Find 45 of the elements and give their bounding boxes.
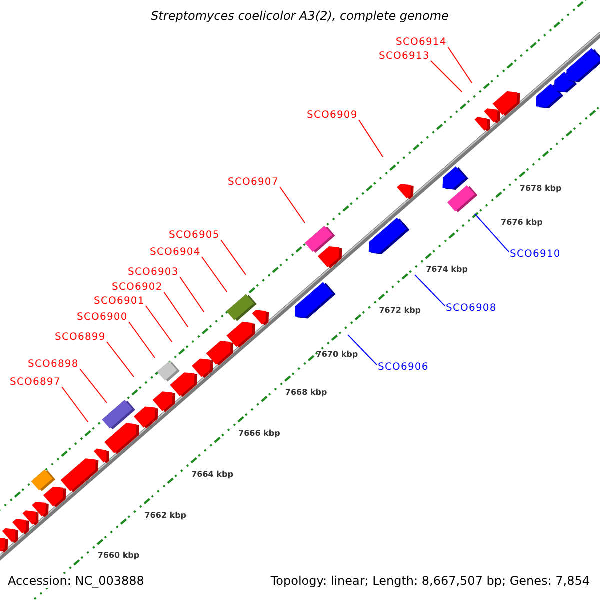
leader-line [474, 214, 510, 252]
scale-tick-label: 7670 kbp [316, 350, 358, 360]
leader-line [414, 274, 446, 306]
gene-label: SCO6905 [169, 230, 220, 242]
leader-line [164, 292, 188, 328]
leader-line [220, 240, 246, 276]
leader-line [202, 256, 228, 292]
gene-label: SCO6898 [28, 359, 79, 371]
gene-label: SCO6897 [10, 377, 61, 389]
gene-label: SCO6904 [150, 247, 201, 259]
gene-label: SCO6902 [112, 282, 163, 294]
gene-label: SCO6906 [378, 362, 429, 374]
leader-line [80, 368, 108, 404]
gene-label: SCO6899 [55, 332, 106, 344]
scale-tick-label: 7662 kbp [144, 510, 187, 521]
leader-line [448, 46, 472, 84]
gene-label: SCO6914 [396, 37, 447, 49]
map-title: Streptomyces coelicolor A3(2), complete genome [150, 9, 450, 23]
scale-tick-label: 7678 kbp [520, 184, 562, 194]
scale-tick-label: 7672 kbp [379, 306, 422, 316]
gene-label: SCO6909 [307, 110, 358, 122]
leader-line [128, 322, 156, 358]
scale-tick-label: 7664 kbp [192, 470, 234, 480]
leader-line [430, 60, 462, 92]
scale-tick-label: 7660 kbp [98, 551, 140, 562]
genome-summary-text: Topology: linear; Length: 8,667,507 bp; Genes: 7,854 [270, 574, 590, 588]
scale-tick-label: 7674 kbp [426, 265, 468, 276]
leader-line [62, 386, 88, 422]
leader-line [358, 120, 384, 158]
leader-line [180, 276, 204, 312]
leader-line [146, 306, 172, 342]
leader-line [106, 342, 134, 378]
accession-text: Accession: NC_003888 [8, 574, 144, 588]
gene-label: SCO6903 [128, 267, 179, 279]
gene-label: SCO6907 [228, 177, 279, 189]
scale-tick-label: 7676 kbp [501, 218, 543, 228]
gene-label: SCO6901 [94, 296, 145, 308]
leader-line [348, 334, 378, 366]
scale-tick-label: 7666 kbp [238, 428, 280, 439]
leader-line [280, 186, 306, 224]
gene-label: SCO6910 [510, 249, 561, 261]
gene-label: SCO6913 [379, 51, 430, 63]
gene-label: SCO6908 [446, 303, 497, 315]
scale-tick-label: 7668 kbp [285, 388, 328, 398]
gene-label: SCO6900 [77, 312, 128, 324]
